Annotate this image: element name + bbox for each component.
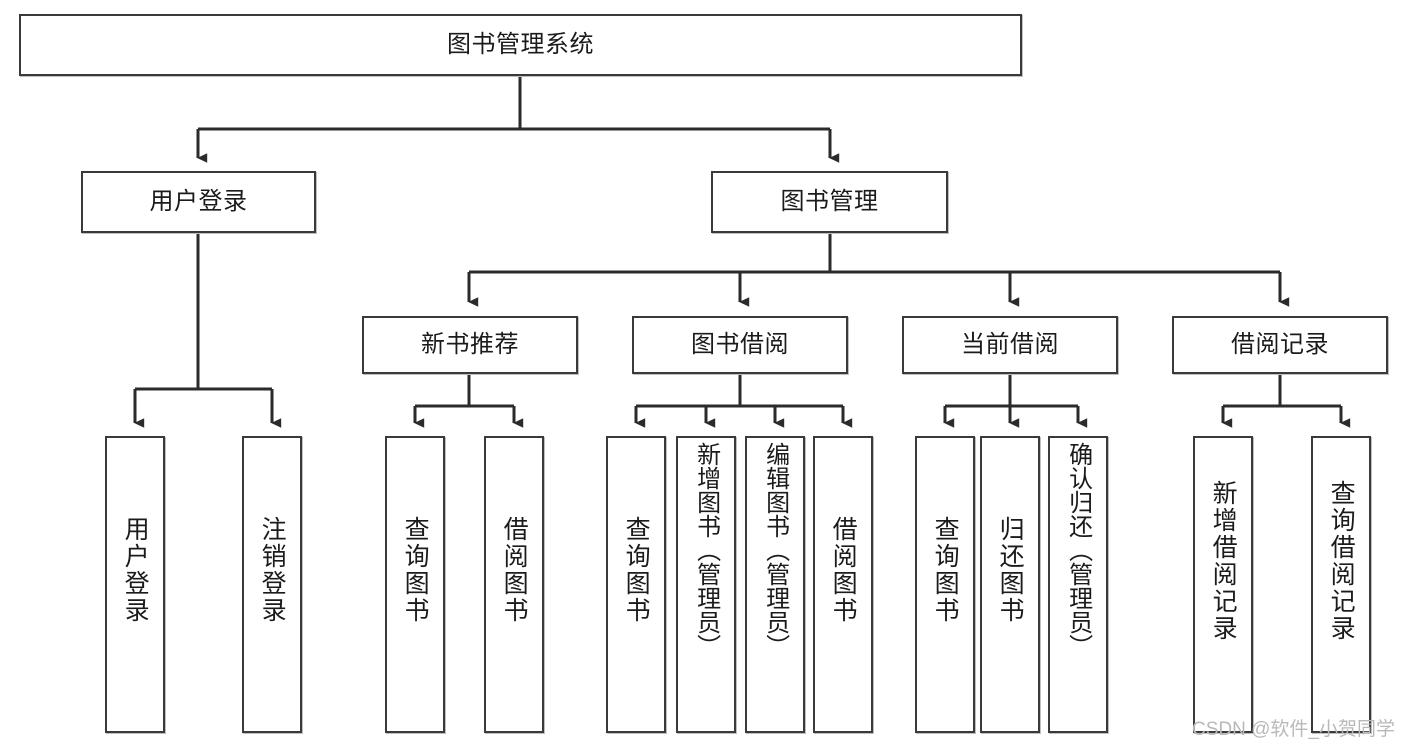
leaf-query-borrow-record-label: 查询借阅记录 bbox=[1327, 480, 1356, 642]
node-book-manage-label: 图书管理 bbox=[780, 188, 879, 215]
leaf-query-book-current[interactable]: 查询图书 bbox=[915, 436, 975, 733]
leaf-add-book-admin-label: 新增图书（管理员） bbox=[692, 442, 720, 658]
node-root[interactable]: 图书管理系统 bbox=[19, 14, 1022, 76]
node-borrow-record[interactable]: 借阅记录 bbox=[1172, 316, 1388, 374]
leaf-add-book-admin[interactable]: 新增图书（管理员） bbox=[676, 436, 736, 733]
leaf-query-borrow-record[interactable]: 查询借阅记录 bbox=[1311, 436, 1371, 733]
leaf-add-borrow-record[interactable]: 新增借阅记录 bbox=[1193, 436, 1253, 733]
leaf-edit-book-admin-label: 编辑图书（管理员） bbox=[761, 442, 789, 658]
node-new-book-recommendation-label: 新书推荐 bbox=[421, 331, 519, 358]
node-book-manage[interactable]: 图书管理 bbox=[711, 171, 948, 233]
node-user-login[interactable]: 用户登录 bbox=[81, 171, 316, 233]
leaf-return-book-label: 归还图书 bbox=[996, 516, 1025, 624]
node-book-borrow[interactable]: 图书借阅 bbox=[632, 316, 848, 374]
node-current-borrow[interactable]: 当前借阅 bbox=[902, 316, 1118, 374]
leaf-confirm-return-admin-label: 确认归还（管理员） bbox=[1064, 442, 1092, 658]
leaf-query-book-borrow[interactable]: 查询图书 bbox=[606, 436, 666, 733]
leaf-query-book-borrow-label: 查询图书 bbox=[622, 516, 651, 624]
node-borrow-record-label: 借阅记录 bbox=[1231, 331, 1329, 358]
leaf-query-book-recommendation-label: 查询图书 bbox=[401, 516, 430, 624]
node-root-label: 图书管理系统 bbox=[447, 31, 594, 58]
leaf-user-logout-label: 注销登录 bbox=[258, 516, 287, 624]
node-user-login-label: 用户登录 bbox=[149, 188, 248, 215]
node-current-borrow-label: 当前借阅 bbox=[961, 331, 1059, 358]
leaf-query-book-recommendation[interactable]: 查询图书 bbox=[385, 436, 445, 733]
node-new-book-recommendation[interactable]: 新书推荐 bbox=[362, 316, 578, 374]
leaf-borrow-book-recommendation[interactable]: 借阅图书 bbox=[484, 436, 544, 733]
leaf-user-logout[interactable]: 注销登录 bbox=[242, 436, 302, 733]
watermark-text: CSDN @软件_小贺同学 bbox=[1192, 719, 1395, 740]
leaf-add-borrow-record-label: 新增借阅记录 bbox=[1209, 480, 1238, 642]
leaf-edit-book-admin[interactable]: 编辑图书（管理员） bbox=[745, 436, 805, 733]
leaf-user-login-label: 用户登录 bbox=[121, 516, 150, 624]
leaf-borrow-book-borrow[interactable]: 借阅图书 bbox=[813, 436, 873, 733]
leaf-return-book[interactable]: 归还图书 bbox=[980, 436, 1040, 733]
leaf-confirm-return-admin[interactable]: 确认归还（管理员） bbox=[1048, 436, 1108, 733]
leaf-user-login[interactable]: 用户登录 bbox=[105, 436, 165, 733]
node-book-borrow-label: 图书借阅 bbox=[691, 331, 789, 358]
leaf-borrow-book-recommendation-label: 借阅图书 bbox=[500, 516, 529, 624]
leaf-borrow-book-borrow-label: 借阅图书 bbox=[829, 516, 858, 624]
leaf-query-book-current-label: 查询图书 bbox=[931, 516, 960, 624]
